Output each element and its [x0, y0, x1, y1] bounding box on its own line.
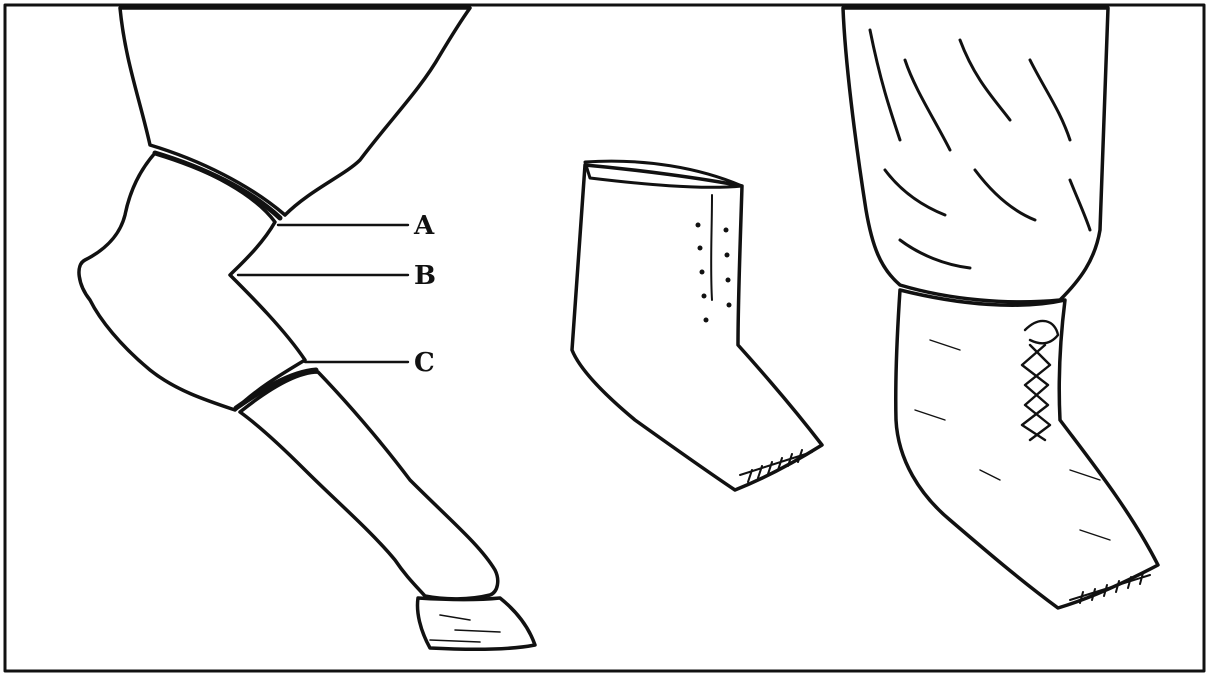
horse-leg-drawing: A B C: [79, 8, 535, 649]
boot-body: [572, 165, 822, 490]
label-c: C: [414, 348, 435, 378]
horse-forearm: [120, 8, 470, 215]
label-a: A: [413, 211, 435, 241]
trouser: [843, 8, 1108, 302]
boot-worn: [896, 290, 1158, 608]
label-b: B: [414, 261, 436, 291]
boot-lacing: [1022, 321, 1058, 440]
horse-knee-boot: [79, 153, 305, 410]
boot-drawing: [572, 161, 822, 490]
boot-on-leg-drawing: [843, 8, 1158, 608]
figure-border: [5, 5, 1204, 671]
horse-lower-leg: [240, 372, 498, 599]
